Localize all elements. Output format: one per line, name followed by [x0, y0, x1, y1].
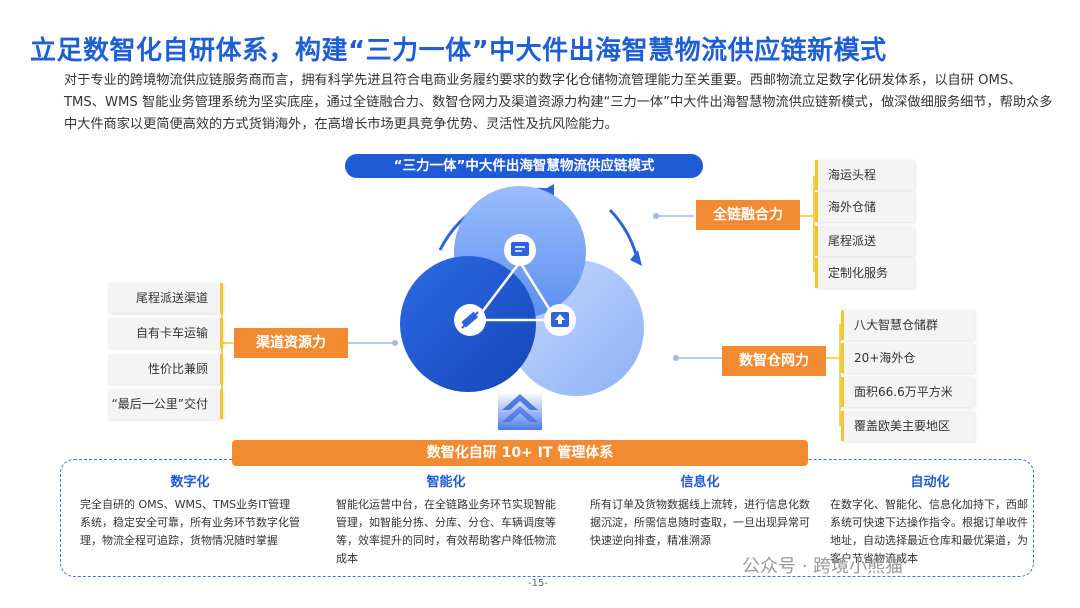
three-forces-venn-diagram — [400, 184, 644, 430]
page-number: -15- — [528, 578, 548, 589]
column-heading: 信息化 — [680, 475, 720, 490]
column-automation: 自动化 在数字化、智能化、信息化加持下，西邮系统可快速下达操作指令。根据订单收件… — [830, 471, 1030, 568]
column-informatization: 信息化 所有订单及货物数据线上流转，进行信息化数据沉淀，所需信息随时查取，一旦出… — [590, 471, 810, 550]
right-bottom-item: 覆盖欧美主要地区 — [841, 411, 974, 441]
right-top-item: 海外仓储 — [815, 192, 914, 222]
column-body: 完全自研的 OMS、WMS、TMS业务IT管理系统，稳定安全可靠，所有业务环节数… — [80, 498, 300, 547]
right-bottom-item: 八大智慧仓储群 — [841, 310, 974, 340]
it-system-bar: 数智化自研 10+ IT 管理体系 — [232, 440, 808, 466]
right-bottom-item: 面积66.6万平方米 — [841, 377, 974, 407]
smart-warehouse-network-label: 数智仓网力 — [722, 346, 826, 376]
column-body: 所有订单及货物数据线上流转，进行信息化数据沉淀，所需信息随时查取，一旦出现异常可… — [590, 498, 810, 547]
left-item: 性价比兼顾 — [108, 354, 223, 384]
document-icon — [511, 242, 529, 256]
left-item: 自有卡车运输 — [108, 318, 223, 348]
satellite-icon — [461, 311, 479, 329]
right-top-item: 海运头程 — [815, 160, 914, 190]
right-top-item: 定制化服务 — [815, 258, 914, 288]
column-body: 智能化运营中台，在全链路业务环节实现智能管理，如智能分拣、分库、分仓、车辆调度等… — [336, 498, 556, 565]
right-bottom-item: 20+海外仓 — [841, 343, 974, 373]
column-intelligence: 智能化 智能化运营中台，在全链路业务环节实现智能管理，如智能分拣、分库、分仓、车… — [336, 471, 556, 568]
intro-paragraph: 对于专业的跨境物流供应链服务商而言，拥有科学先进且符合电商业务履约要求的数字化仓… — [64, 73, 1053, 132]
channel-resource-label: 渠道资源力 — [234, 328, 348, 358]
page-title: 立足数智化自研体系，构建“三力一体”中大件出海智慧物流供应链新模式 — [30, 36, 887, 66]
column-heading: 自动化 — [910, 475, 950, 490]
column-heading: 智能化 — [426, 475, 466, 490]
upload-monitor-icon — [551, 312, 569, 327]
diagram-title: “三力一体”中大件出海智慧物流供应链模式 — [345, 154, 703, 178]
column-digitalization: 数字化 完全自研的 OMS、WMS、TMS业务IT管理系统，稳定安全可靠，所有业… — [80, 471, 300, 550]
left-item: “最后一公里”交付 — [108, 389, 223, 419]
wechat-watermark: 公众号 · 跨境小熊猫 — [742, 556, 904, 577]
left-item: 尾程派送渠道 — [108, 283, 223, 313]
full-chain-integration-label: 全链融合力 — [696, 200, 800, 230]
column-body: 在数字化、智能化、信息化加持下，西邮系统可快速下达操作指令。根据订单收件地址，自… — [830, 498, 1028, 565]
right-top-item: 尾程派送 — [815, 226, 914, 256]
column-heading: 数字化 — [170, 475, 210, 490]
